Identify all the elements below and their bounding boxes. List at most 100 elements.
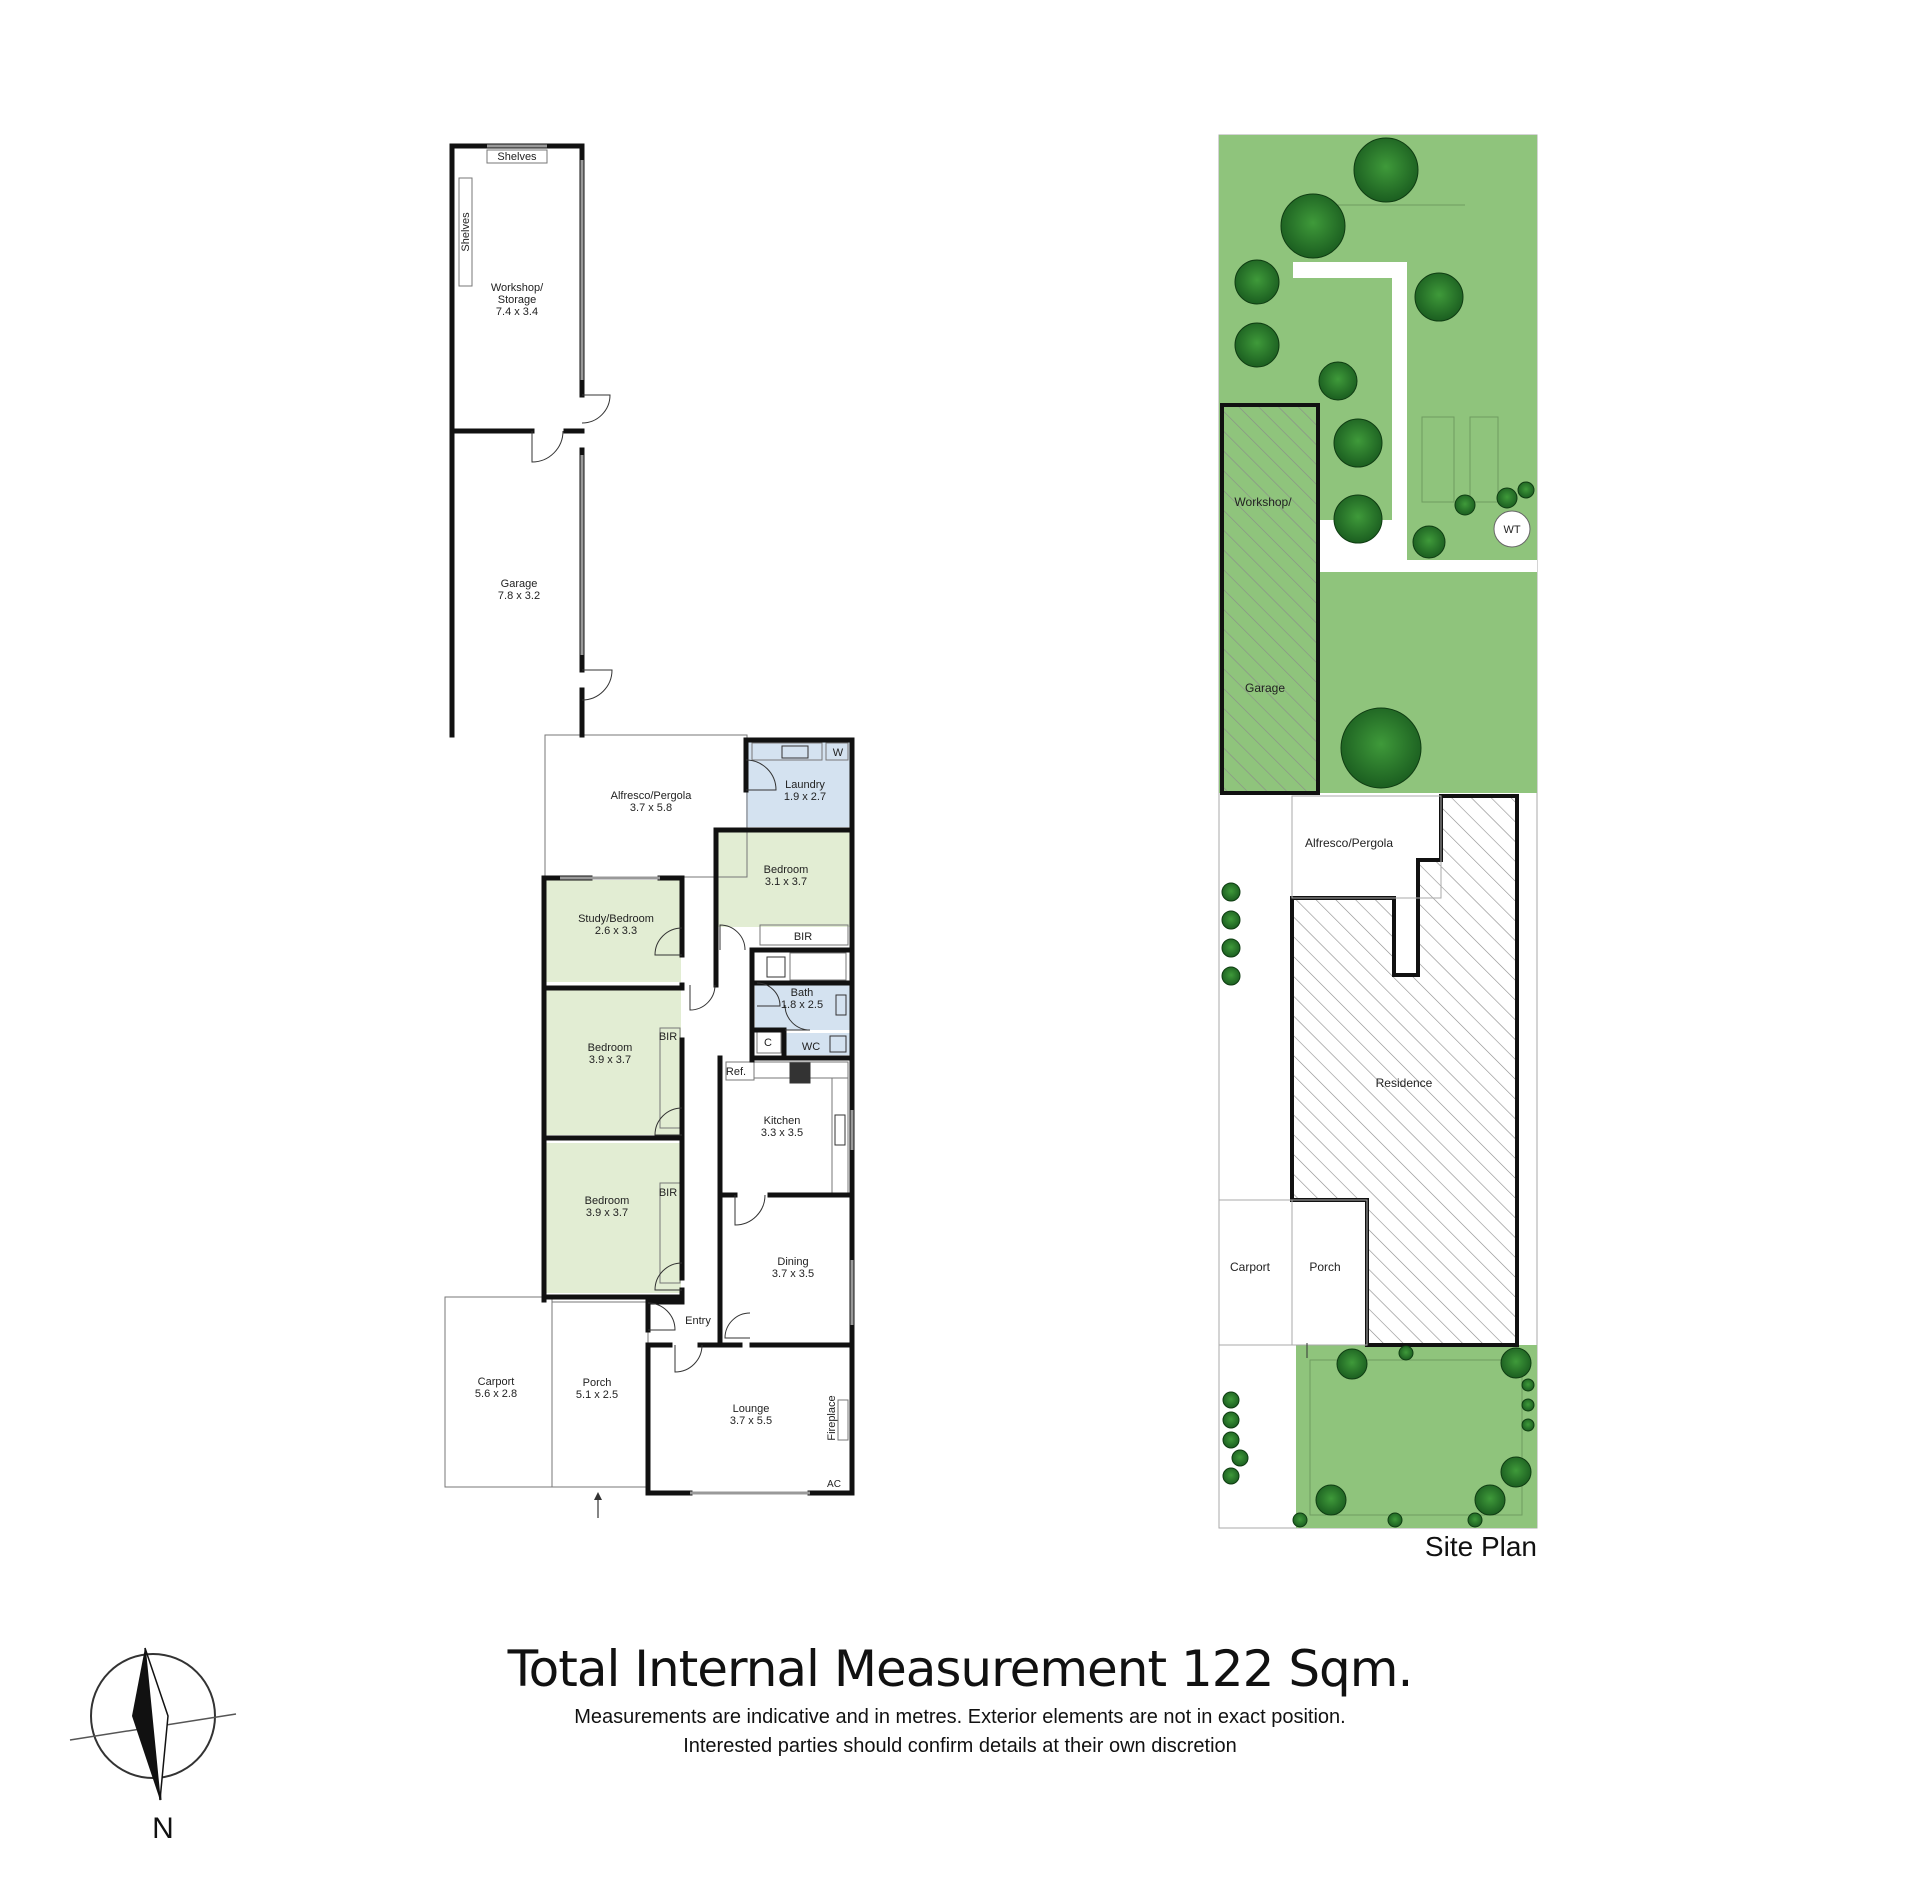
room-dims: 3.7 x 5.5: [730, 1415, 772, 1427]
site-label-carport: Carport: [1230, 1260, 1271, 1274]
tree-icon: [1500, 1347, 1532, 1379]
room-name: Bedroom: [588, 1042, 633, 1054]
tree-icon: [1315, 1484, 1347, 1516]
shelves-side: [458, 177, 473, 287]
door-hall: [689, 984, 716, 1011]
door-wc: [784, 1004, 811, 1031]
room-dims: 3.9 x 3.7: [586, 1207, 628, 1219]
room-dims: 3.3 x 3.5: [761, 1127, 803, 1139]
lounge-walls: [645, 1342, 855, 1496]
entry-arrow-head: [594, 1492, 602, 1500]
tree-icon: [1496, 487, 1518, 509]
front-lawn-border: [1309, 1359, 1523, 1516]
bath-basin-icon: [835, 994, 847, 1016]
site-plan: WT Workshop/ Garage Alfresco/Pergola Res…: [1218, 134, 1538, 1562]
site-alfresco: [1291, 795, 1442, 899]
door-bedroom3: [654, 1262, 683, 1291]
tree-icon: [1412, 525, 1446, 559]
door-kitchen: [734, 1194, 766, 1226]
shelves-top: [486, 149, 548, 164]
room-dims: 3.9 x 3.7: [589, 1054, 631, 1066]
water-tank-label: WT: [1503, 524, 1520, 536]
bedroom1-walls: [713, 827, 855, 988]
room-name: Study/Bedroom: [578, 913, 654, 925]
cupboard-label: C: [764, 1037, 772, 1049]
tree-icon: [1467, 1512, 1483, 1528]
room-name: Garage: [501, 578, 538, 590]
door-laundry: [745, 759, 777, 791]
tree-icon: [1387, 1512, 1403, 1528]
door-garage-ext: [581, 669, 613, 701]
tree-icon: [1517, 481, 1535, 499]
door-dining: [724, 1312, 751, 1339]
fridge-label: Ref.: [726, 1066, 746, 1078]
room-dims: 7.4 x 3.4: [496, 306, 538, 318]
washer-box: [825, 742, 849, 761]
tree-icon: [1414, 272, 1464, 322]
bath-vanity-icon: [766, 956, 786, 978]
total-measurement-title: Total Internal Measurement 122 Sqm.: [507, 1640, 1414, 1698]
tree-icon: [1234, 322, 1280, 368]
tree-icon: [1521, 1378, 1535, 1392]
tree-icon: [1221, 966, 1241, 986]
tree-icon: [1500, 1456, 1532, 1488]
compass-needle-dark-icon: [132, 1648, 160, 1800]
tree-icon: [1222, 1391, 1240, 1409]
bedroom-3-fill: [544, 1143, 681, 1293]
bathtub: [789, 952, 847, 981]
shelves-label-side: Shelves: [460, 212, 472, 252]
fixture-labels: Shelves Shelves W BIR BIR BIR C WC Ref. …: [460, 151, 844, 1490]
entry-label: Entry: [685, 1315, 711, 1327]
tree-icon: [1318, 361, 1358, 401]
tree-icon: [1353, 137, 1419, 203]
bir-label-1: BIR: [794, 931, 812, 943]
room-name-line2: Storage: [498, 294, 537, 306]
door-lounge: [674, 1344, 703, 1373]
tree-icon: [1222, 1411, 1240, 1429]
door-bedroom1: [719, 924, 746, 951]
bedroom-2-fill: [544, 990, 681, 1135]
tree-icon: [1521, 1398, 1535, 1412]
kitchen-side-bench: [831, 1077, 849, 1194]
shelves-label-top: Shelves: [497, 151, 537, 163]
laundry-bench: [751, 742, 823, 761]
bath-walls: [749, 947, 855, 1063]
kitchen-walls: [717, 1055, 855, 1348]
garden-bed-1: [1421, 416, 1455, 503]
room-name: Bath: [791, 987, 814, 999]
room-name: Kitchen: [764, 1115, 801, 1127]
room-dims: 5.6 x 2.8: [475, 1388, 517, 1400]
tree-icon: [1340, 707, 1422, 789]
door-workshop: [531, 430, 564, 463]
tree-icon: [1398, 1345, 1414, 1361]
door-entry: [647, 1302, 676, 1331]
disclaimer-line-1: Measurements are indicative and in metre…: [574, 1706, 1346, 1728]
site-trees: [1221, 137, 1535, 1528]
bir-label-2: BIR: [659, 1031, 677, 1043]
wc-label: WC: [802, 1041, 820, 1053]
tree-icon: [1333, 494, 1383, 544]
bedroom-1-fill: [718, 832, 850, 927]
north-compass: N: [69, 1647, 237, 1845]
bath-fill: [755, 985, 850, 1030]
tree-icon: [1222, 1467, 1240, 1485]
room-dims: 7.8 x 3.2: [498, 590, 540, 602]
bir-label-3: BIR: [659, 1187, 677, 1199]
site-label-porch: Porch: [1309, 1260, 1340, 1274]
room-dims: 1.9 x 2.7: [784, 791, 826, 803]
tree-icon: [1333, 418, 1383, 468]
study-bedroom-fill: [544, 880, 681, 982]
entry-walls: [645, 1299, 685, 1333]
site-workshop-garage: [1220, 403, 1320, 795]
